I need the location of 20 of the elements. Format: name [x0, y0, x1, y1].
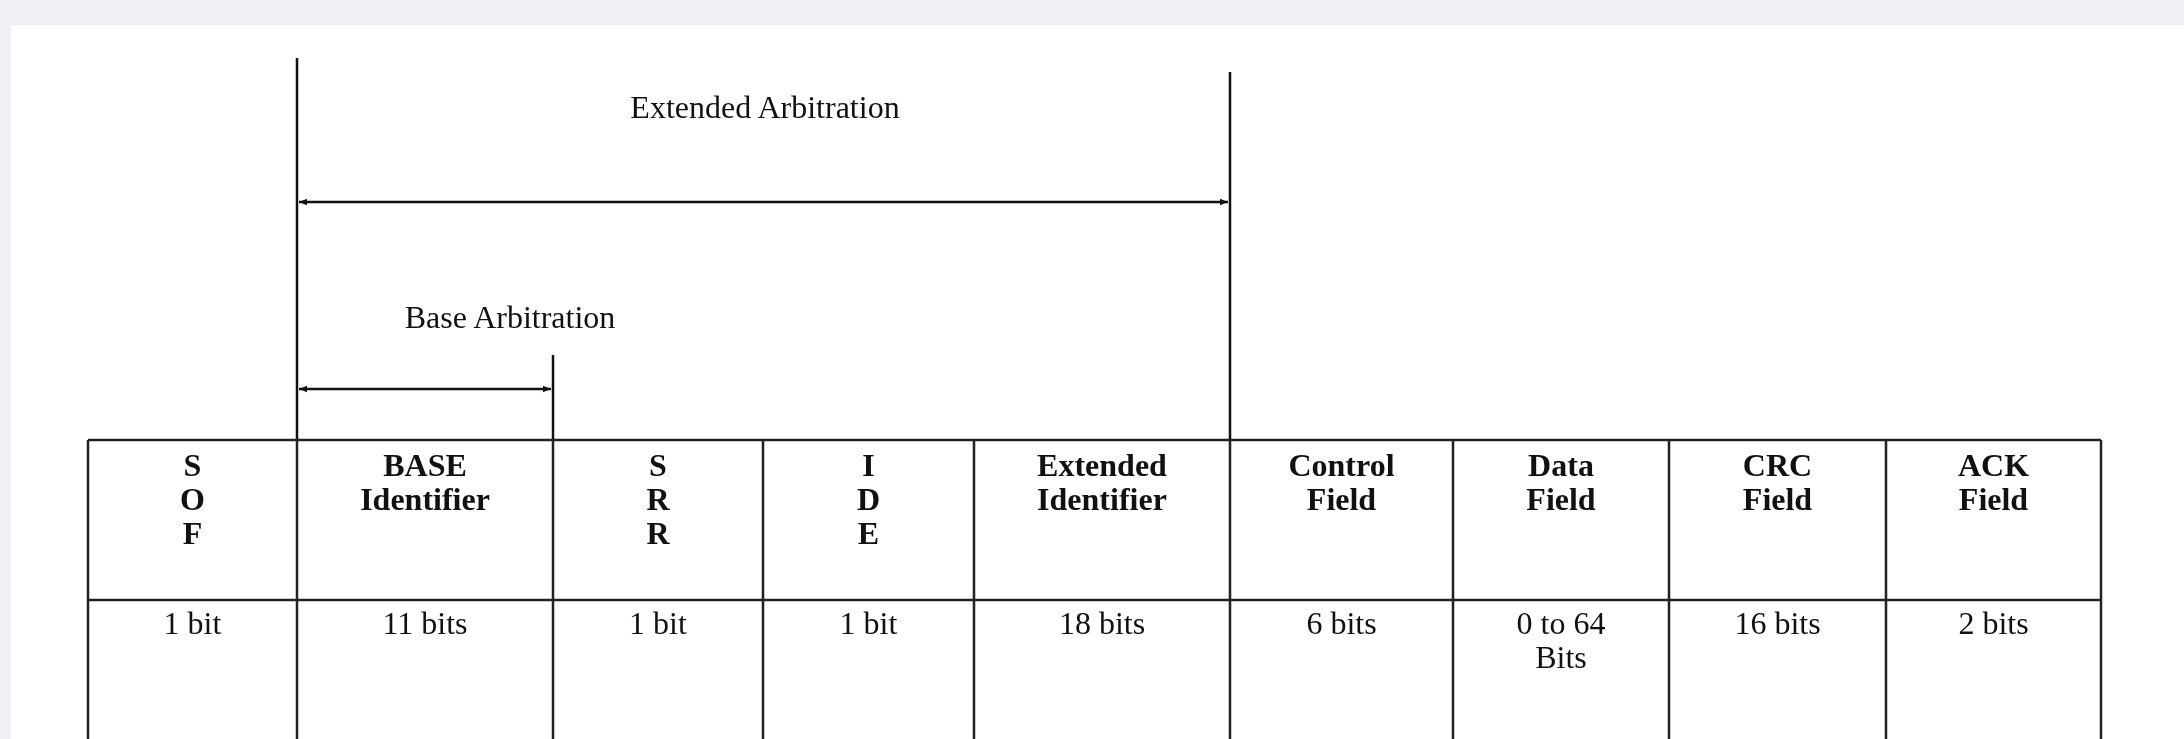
bit-count: 1 bit	[629, 606, 687, 640]
column-header: ACK Field	[1957, 448, 2030, 516]
column-header: S R R	[646, 448, 670, 550]
bit-count: 0 to 64 Bits	[1515, 606, 1607, 674]
bit-count: 1 bit	[839, 606, 898, 640]
column-header: I D E	[856, 448, 881, 550]
column-header: BASE Identifier	[360, 448, 490, 516]
bit-count: 18 bits	[1058, 606, 1146, 640]
bit-count: 16 bits	[1734, 606, 1821, 640]
bit-count: 2 bits	[1958, 606, 2029, 640]
bit-count: 1 bit	[163, 606, 222, 640]
dimension-label: Base Arbitration	[404, 300, 616, 334]
column-header: CRC Field	[1742, 448, 1813, 516]
column-header: Control Field	[1288, 448, 1395, 516]
column-header: Data Field	[1526, 448, 1596, 516]
column-header: Extended Identifier	[1037, 448, 1167, 516]
bit-count: 11 bits	[382, 606, 468, 640]
column-header: S O F	[180, 448, 205, 550]
bit-count: 6 bits	[1306, 606, 1377, 640]
dimension-label: Extended Arbitration	[630, 90, 900, 124]
